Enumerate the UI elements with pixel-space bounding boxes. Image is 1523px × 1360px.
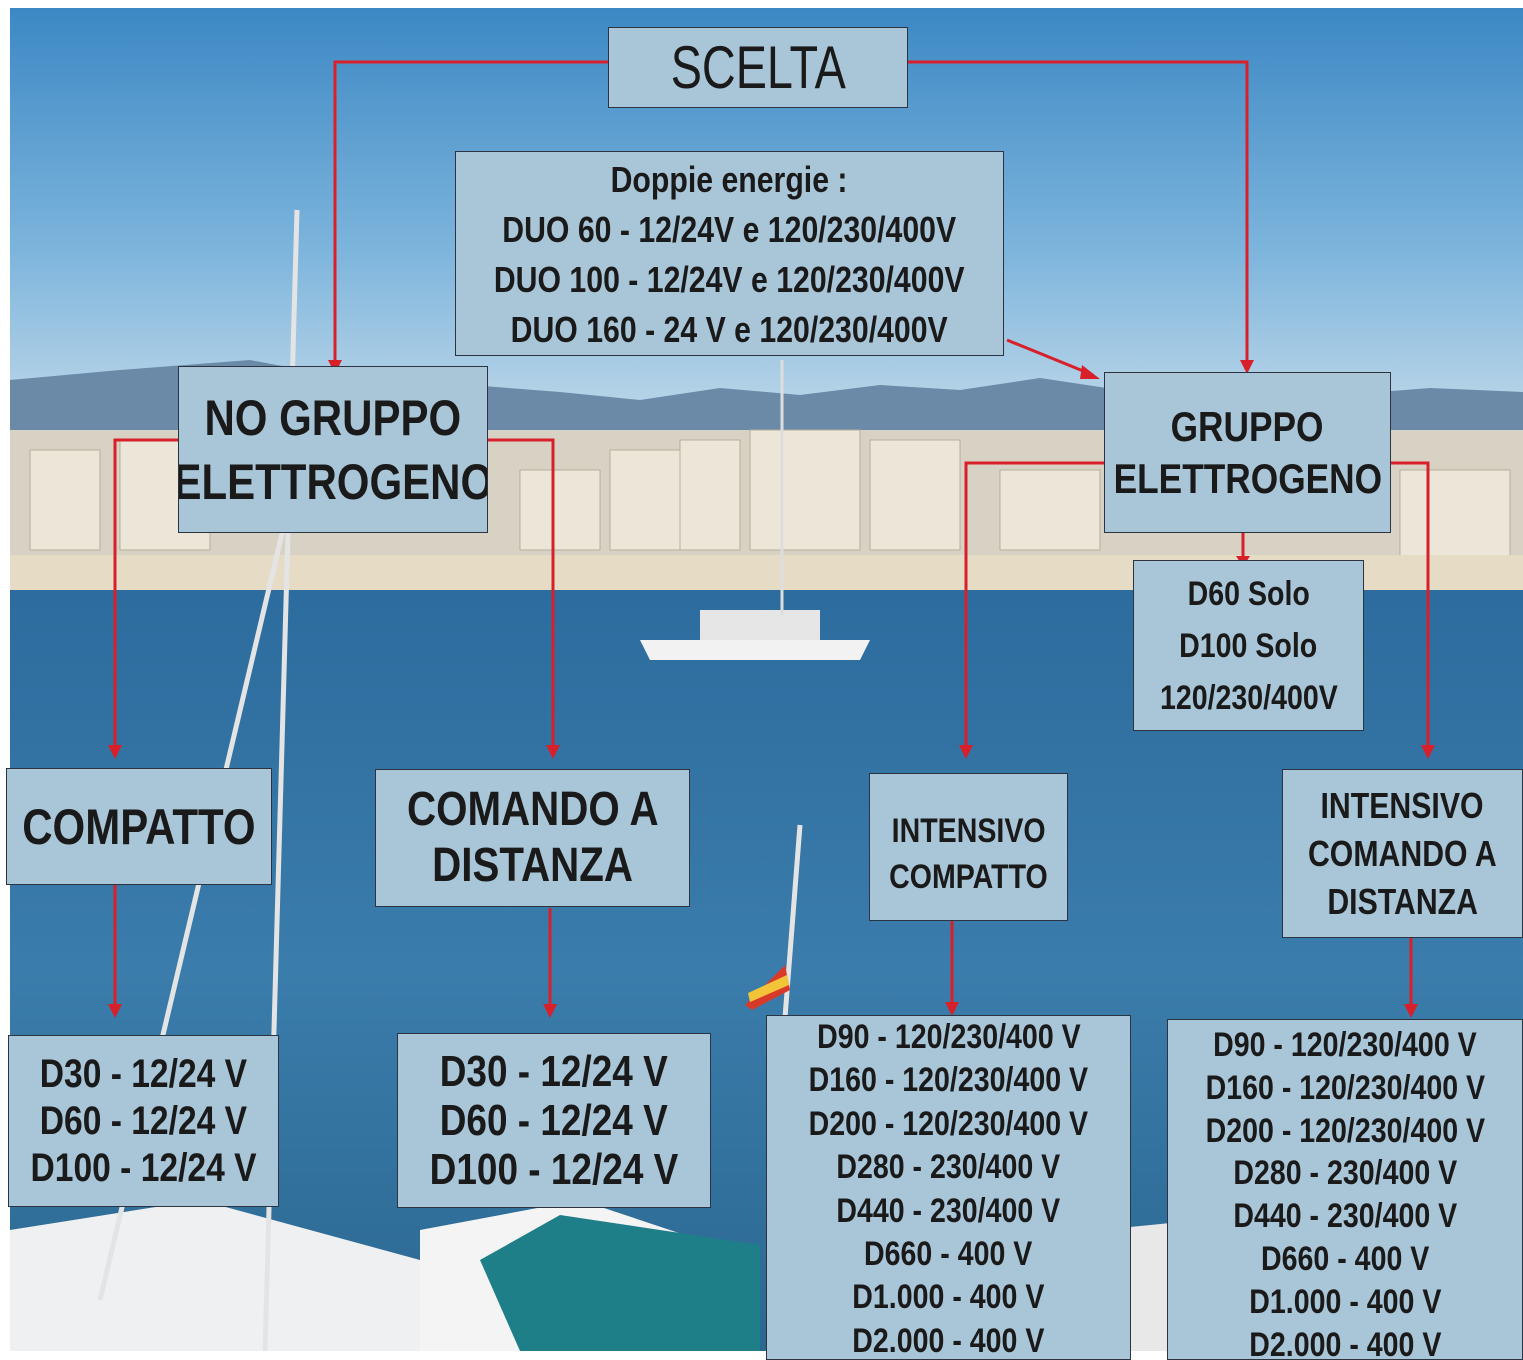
dual-energy-duo100: DUO 100 - 12/24V e 120/230/400V [494, 258, 965, 300]
arrow-dual-to-generator [1006, 338, 1094, 377]
generator-solo-d100: D100 Solo [1179, 626, 1318, 665]
no-generator-box: NO GRUPPO ELETTROGENO [178, 366, 488, 533]
intensive-remote-models-box: D90 - 120/230/400 V D160 - 120/230/400 V… [1167, 1019, 1523, 1360]
no-generator-line-2: ELETTROGENO [178, 453, 488, 510]
intensive-remote-model-d2000: D2.000 - 400 V [1248, 1325, 1442, 1360]
remote-models-box: D30 - 12/24 V D60 - 12/24 V D100 - 12/24… [397, 1033, 711, 1208]
dual-energy-box: Doppie energie : DUO 60 - 12/24V e 120/2… [455, 151, 1004, 356]
generator-solo-box: D60 Solo D100 Solo 120/230/400V [1133, 560, 1364, 731]
intensive-compact-model-d2000: D2.000 - 400 V [852, 1321, 1045, 1360]
generator-solo-d60: D60 Solo [1187, 574, 1310, 613]
intensive-remote-model-d90: D90 - 120/230/400 V [1213, 1026, 1477, 1064]
scelta-title: SCELTA [670, 34, 846, 101]
remote-model-d60: D60 - 12/24 V [439, 1096, 669, 1145]
intensive-remote-model-d200: D200 - 120/230/400 V [1205, 1111, 1485, 1150]
intensive-remote-model-d1000: D1.000 - 400 V [1248, 1282, 1442, 1321]
intensive-compact-model-d440: D440 - 230/400 V [836, 1191, 1061, 1230]
intensive-remote-line-1: INTENSIVO [1321, 784, 1484, 826]
generator-line-1: GRUPPO [1171, 402, 1324, 450]
remote-model-d30: D30 - 12/24 V [439, 1047, 669, 1096]
dual-energy-heading: Doppie energie : [611, 158, 848, 200]
arrowheads [108, 360, 1435, 1018]
intensive-remote-line-3: DISTANZA [1327, 880, 1478, 922]
compact-model-d30: D30 - 12/24 V [39, 1051, 248, 1096]
arrow-title-to-generator [908, 60, 1249, 366]
intensive-compact-models-box: D90 - 120/230/400 V D160 - 120/230/400 V… [766, 1015, 1131, 1360]
intensive-remote-model-d440: D440 - 230/400 V [1233, 1197, 1457, 1236]
intensive-compact-model-d200: D200 - 120/230/400 V [808, 1104, 1089, 1143]
intensive-compact-box: INTENSIVO COMPATTO [869, 773, 1068, 921]
arrow-no-generator-to-compact [113, 438, 178, 750]
connector-arrows [113, 60, 1430, 1010]
dual-energy-duo60: DUO 60 - 12/24V e 120/230/400V [502, 208, 957, 250]
intensive-compact-line-1: INTENSIVO [891, 812, 1046, 850]
intensive-remote-box: INTENSIVO COMANDO A DISTANZA [1282, 769, 1523, 938]
catamaran [640, 360, 870, 660]
generator-solo-voltage: 120/230/400V [1159, 678, 1338, 717]
intensive-compact-model-d90: D90 - 120/230/400 V [816, 1018, 1081, 1056]
remote-control-line-1: COMANDO A [406, 783, 659, 836]
flag [745, 965, 790, 1010]
intensive-remote-model-d160: D160 - 120/230/400 V [1205, 1068, 1485, 1107]
intensive-compact-model-d660: D660 - 400 V [864, 1235, 1033, 1274]
remote-control-line-2: DISTANZA [432, 839, 633, 892]
arrow-title-to-no-generator [333, 60, 608, 366]
arrow-generator-to-intensive-remote [1391, 461, 1430, 750]
compact-model-d60: D60 - 12/24 V [39, 1098, 248, 1143]
no-generator-line-1: NO GRUPPO [204, 389, 462, 446]
intensive-remote-line-2: COMANDO A [1308, 832, 1497, 874]
generator-line-2: ELETTROGENO [1113, 454, 1382, 502]
intensive-compact-model-d1000: D1.000 - 400 V [852, 1278, 1045, 1317]
arrow-no-generator-to-remote [488, 438, 555, 750]
scelta-title-box: SCELTA [608, 27, 908, 108]
compact-models-box: D30 - 12/24 V D60 - 12/24 V D100 - 12/24… [8, 1035, 279, 1207]
dual-energy-duo160: DUO 160 - 24 V e 120/230/400V [510, 308, 949, 350]
intensive-remote-model-d660: D660 - 400 V [1260, 1239, 1430, 1278]
intensive-remote-model-d280: D280 - 230/400 V [1233, 1154, 1457, 1193]
compact-box: COMPATTO [6, 768, 272, 885]
arrow-generator-to-intensive-compact [964, 461, 1104, 750]
generator-box: GRUPPO ELETTROGENO [1104, 372, 1391, 533]
remote-model-d100: D100 - 12/24 V [429, 1145, 679, 1194]
foreground-boats [10, 1200, 1200, 1351]
remote-control-box: COMANDO A DISTANZA [375, 769, 690, 907]
compact-label: COMPATTO [22, 798, 256, 855]
intensive-compact-model-d160: D160 - 120/230/400 V [808, 1061, 1089, 1100]
intensive-compact-model-d280: D280 - 230/400 V [836, 1148, 1061, 1187]
intensive-compact-line-2: COMPATTO [889, 858, 1048, 896]
compact-model-d100: D100 - 12/24 V [30, 1145, 257, 1190]
